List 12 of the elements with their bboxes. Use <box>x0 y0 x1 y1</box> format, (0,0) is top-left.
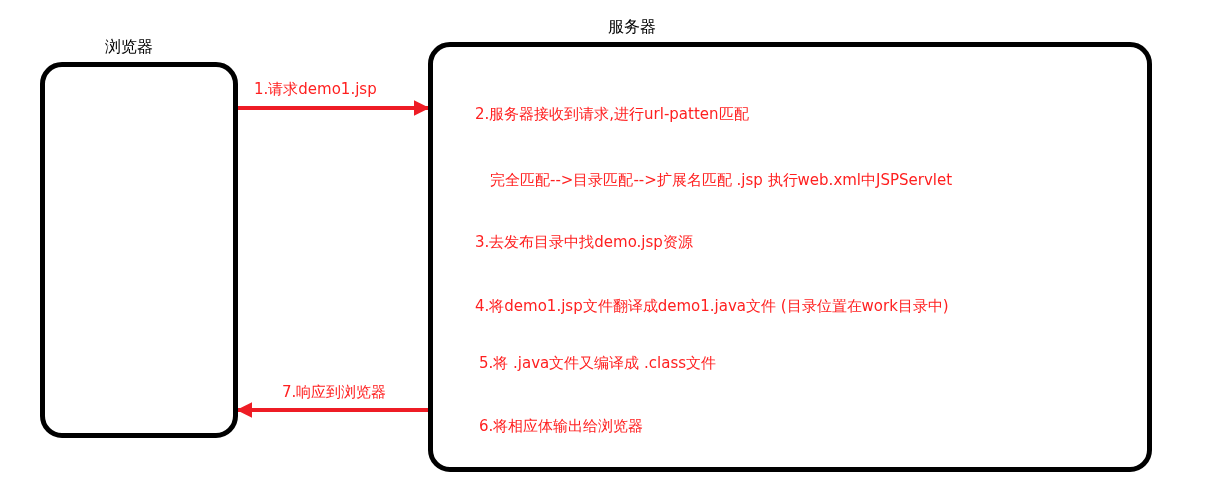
box-heading: 浏览器 <box>105 37 153 58</box>
box-heading: 服务器 <box>608 17 656 38</box>
step-text: 5.将 .java文件又编译成 .class文件 <box>479 354 717 373</box>
step-text: 4.将demo1.jsp文件翻译成demo1.java文件 (目录位置在work目录中) <box>475 297 949 316</box>
arrow <box>236 402 428 418</box>
edge-label: 1.请求demo1.jsp <box>252 80 379 99</box>
arrow <box>238 100 430 116</box>
edge-label: 7.响应到浏览器 <box>280 383 389 402</box>
step-text: 3.去发布目录中找demo.jsp资源 <box>475 233 693 252</box>
step-text: 2.服务器接收到请求,进行url-patten匹配 <box>475 105 749 124</box>
step-text: 6.将相应体输出给浏览器 <box>479 417 644 436</box>
step-text: 完全匹配-->目录匹配-->扩展名匹配 .jsp 执行web.xml中JSPServlet <box>490 171 953 190</box>
